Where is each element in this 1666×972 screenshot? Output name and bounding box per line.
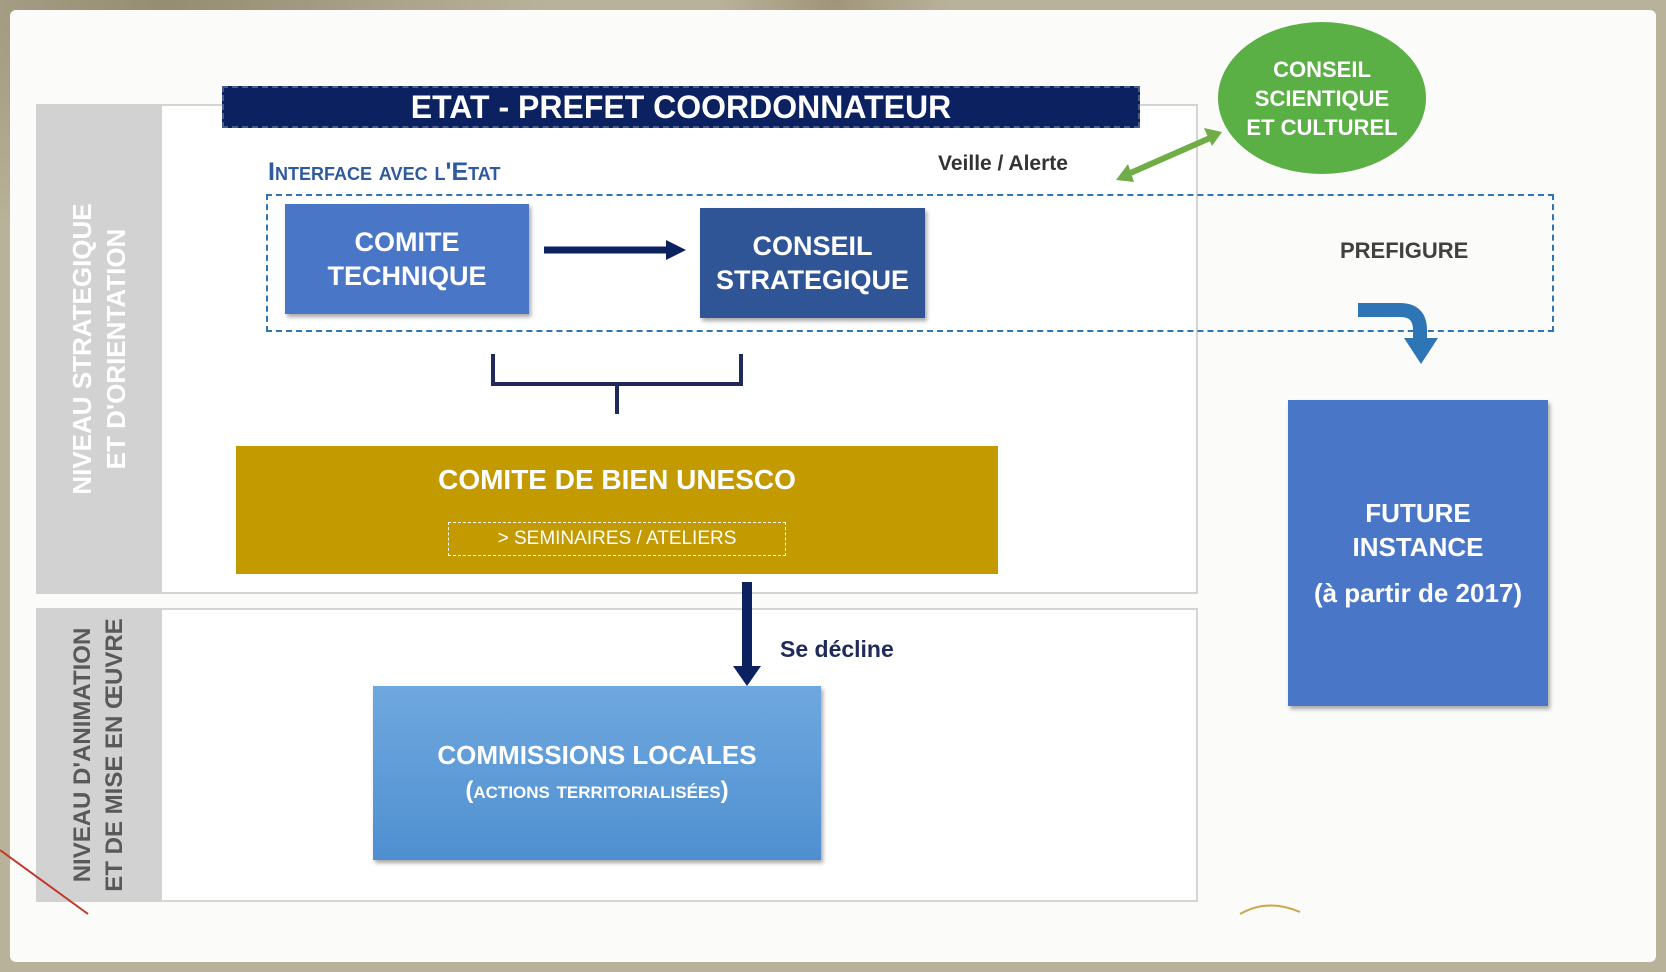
decorative-red-line bbox=[0, 849, 89, 915]
decline-arrowhead bbox=[733, 666, 761, 686]
se-decline-label: Se décline bbox=[780, 636, 894, 662]
strategic-level-sidebar: NIVEAU STRATEGIQUE ET D'ORIENTATION bbox=[36, 104, 162, 594]
comite-bien-unesco-title: COMITE DE BIEN UNESCO bbox=[438, 464, 796, 495]
conseil-scientifique-ellipse: CONSEIL SCIENTIQUE ET CULTUREL bbox=[1218, 22, 1426, 174]
interface-label: Interface avec l'Etat bbox=[268, 158, 501, 186]
decorative-gold-curve bbox=[1239, 904, 1301, 915]
prefigure-label: PREFIGURE bbox=[1340, 238, 1469, 263]
interface-frame bbox=[266, 194, 1554, 332]
veille-arrowhead-left bbox=[1116, 164, 1134, 182]
prefigure-curved-arrow bbox=[1358, 303, 1427, 338]
commissions-locales-box: COMMISSIONS LOCALES (actions territorial… bbox=[373, 686, 821, 860]
technique-to-strategique-arrowhead bbox=[666, 240, 686, 260]
future-instance-box: FUTURE INSTANCE (à partir de 2017) bbox=[1288, 400, 1548, 706]
veille-arrowhead-right bbox=[1204, 128, 1222, 146]
animation-level-sidebar: NIVEAU D'ANIMATION ET DE MISE EN ŒUVRE bbox=[36, 608, 162, 902]
comite-technique-box: COMITE TECHNIQUE bbox=[285, 204, 529, 314]
etat-prefet-banner: ETAT - PREFET COORDONNATEUR bbox=[222, 86, 1140, 128]
prefigure-arrowhead bbox=[1404, 338, 1438, 364]
comite-bien-unesco-box: COMITE DE BIEN UNESCO > SEMINAIRES / ATE… bbox=[236, 446, 998, 574]
bracket-connector bbox=[491, 354, 743, 386]
commissions-locales-subtitle: (actions territorialisées) bbox=[465, 777, 729, 804]
seminaires-ateliers-tag: > SEMINAIRES / ATELIERS bbox=[448, 522, 786, 556]
conseil-strategique-box: CONSEIL STRATEGIQUE bbox=[700, 208, 925, 318]
commissions-locales-title: COMMISSIONS LOCALES bbox=[437, 740, 757, 770]
veille-alerte-double-arrow bbox=[1126, 135, 1212, 177]
veille-alerte-label: Veille / Alerte bbox=[938, 152, 1068, 175]
